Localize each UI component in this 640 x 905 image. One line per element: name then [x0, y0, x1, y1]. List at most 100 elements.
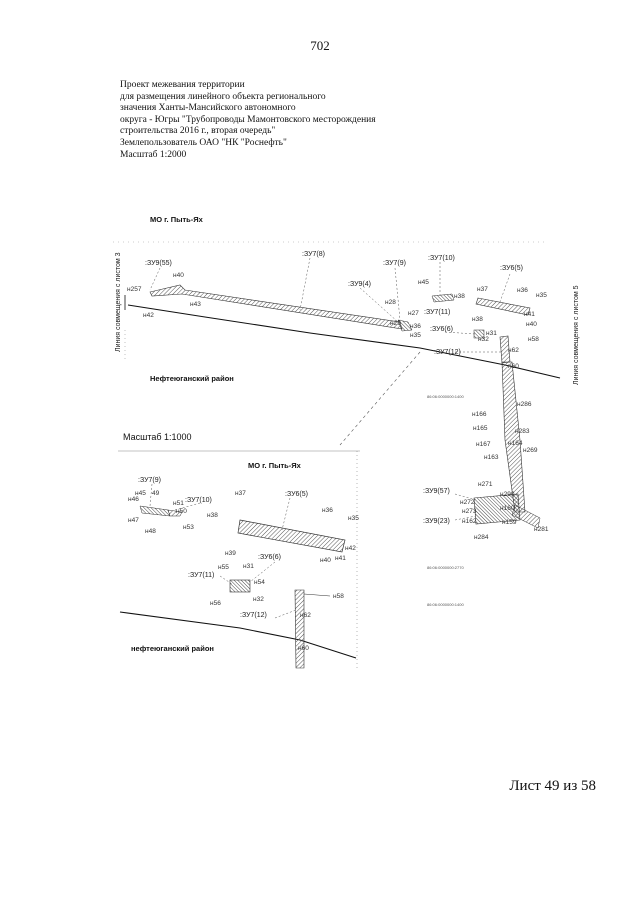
header-line: значения Ханты-Мансийского автономного [120, 103, 296, 114]
inset-pointer [339, 351, 421, 446]
point-label: н165 [473, 425, 488, 432]
inset-point-label: н51 [173, 500, 184, 507]
parcel-patch [431, 293, 455, 303]
header-line: строительства 2016 г., вторая очередь" [120, 126, 276, 137]
inset-point-label: н54 [254, 579, 265, 586]
inset-parcel-label: :ЗУ7(10) [185, 497, 212, 504]
inset-point-label: н62 [300, 612, 311, 619]
point-label: н28 [385, 299, 396, 306]
parcel-label: :ЗУ7(9) [383, 260, 406, 267]
parcel-label: :ЗУ9(23) [423, 518, 450, 525]
inset-point-label: н53 [183, 524, 194, 531]
inset-point-label: н60 [298, 645, 309, 652]
parcel-south [473, 493, 521, 525]
inset-point-label: н35 [348, 515, 359, 522]
inset-point-label: н55 [218, 564, 229, 571]
point-label: н42 [143, 312, 154, 319]
point-label: н36 [517, 287, 528, 294]
parcel-patch [397, 319, 413, 332]
inset-point-label: 49 [152, 490, 160, 497]
header-line: Проект межевания территории [120, 80, 245, 90]
point-label: н58 [528, 336, 539, 343]
point-label: н40 [173, 272, 184, 279]
point-label: н271 [478, 481, 493, 488]
inset-point-label: н47 [128, 517, 139, 524]
parcel-label: :ЗУ7(12) [434, 349, 461, 356]
inset-point-label: н32 [253, 596, 264, 603]
inset-point-label: н36 [322, 507, 333, 514]
parcel-label: :ЗУ9(4) [348, 281, 371, 288]
point-label: н36 [410, 323, 421, 330]
point-label: н163 [484, 454, 499, 461]
parcel-label: :ЗУ9(57) [423, 488, 450, 495]
parcel-label: :ЗУ6(5) [500, 265, 523, 272]
inset-point-label: н40 [320, 557, 331, 564]
header-line: Землепользователь ОАО "НК "Роснефть" [120, 137, 287, 148]
right-edge-label: Линия совмещения с листом 5 [573, 285, 580, 385]
point-label: н162 [462, 518, 477, 525]
point-label: н29 [390, 320, 401, 327]
inset-scale: Масштаб 1:1000 [123, 432, 192, 442]
inset-point-label: н38 [207, 512, 218, 519]
point-label: н40 [526, 321, 537, 328]
point-label: н60 [508, 363, 519, 370]
parcel-patch [475, 297, 531, 316]
left-edge-label: Линия совмещения с листом 3 [115, 252, 122, 352]
point-label: н27 [408, 310, 419, 317]
point-label: н290 [500, 491, 515, 498]
header-line: округа - Югры "Трубопроводы Мамонтовског… [120, 114, 376, 125]
point-label: н32 [478, 336, 489, 343]
sheet-footer: Лист 49 из 58 [509, 778, 596, 794]
inset-point-label: н37 [235, 490, 246, 497]
inset-point-label: н46 [128, 496, 139, 503]
point-label: н45 [418, 279, 429, 286]
inset-map: Масштаб 1:1000 МО г. Пыть-Ях нефтеюганск… [118, 432, 360, 669]
inset-parcel [229, 579, 251, 593]
page-number: 702 [310, 38, 330, 53]
point-label: н166 [472, 411, 487, 418]
inset-point-label: н48 [145, 528, 156, 535]
parcel-south-east [511, 504, 541, 529]
inset-municipality: МО г. Пыть-Ях [248, 461, 302, 470]
inset-pipeline [294, 589, 305, 669]
point-label: н37 [477, 286, 488, 293]
point-label: н38 [454, 293, 465, 300]
inset-point-label: н41 [335, 555, 346, 562]
header-line: для размещения линейного объекта региона… [120, 91, 326, 102]
point-label: н269 [523, 447, 538, 454]
point-label: н283 [515, 428, 530, 435]
point-label: н257 [127, 286, 142, 293]
header-line: Масштаб 1:2000 [120, 149, 187, 160]
parcel-label: :ЗУ9(55) [145, 260, 172, 267]
point-label: н35 [536, 292, 547, 299]
point-label: н35 [410, 332, 421, 339]
inset-parcel [139, 505, 171, 517]
inset-corridor [237, 519, 346, 553]
document-header: Проект межевания территории для размещен… [120, 80, 376, 161]
cadastral-code: 86:06:0000000:1400 [427, 602, 464, 607]
point-label: н159 [502, 519, 517, 526]
point-label: н273 [462, 508, 477, 515]
parcel-label: :ЗУ7(8) [302, 251, 325, 258]
inset-parcel-label: :ЗУ6(6) [258, 554, 281, 561]
inset-parcel [167, 509, 183, 517]
inset-point-label: н58 [333, 593, 344, 600]
point-label: н38 [472, 316, 483, 323]
municipality-label: МО г. Пыть-Ях [150, 215, 204, 224]
inset-parcel-label: :ЗУ7(12) [240, 612, 267, 619]
district-label: Нефтеюганский район [150, 374, 234, 383]
point-label: н272 [460, 499, 475, 506]
cadastral-code: 86:06:0000000:2770 [427, 565, 464, 570]
point-label: н286 [517, 401, 532, 408]
inset-point-label: н45 [135, 490, 146, 497]
point-label: н160 [500, 505, 515, 512]
parcel-label: :ЗУ7(11) [424, 309, 450, 316]
point-label: н167 [476, 441, 491, 448]
inset-point-label: н56 [210, 600, 221, 607]
point-label: н284 [474, 534, 489, 541]
point-label: н41 [524, 311, 535, 318]
parcel-label: :ЗУ7(10) [428, 255, 455, 262]
inset-point-label: н31 [243, 563, 254, 570]
main-map: Линия совмещения с листом 3 Линия совмещ… [113, 215, 580, 607]
point-label: н164 [508, 440, 523, 447]
